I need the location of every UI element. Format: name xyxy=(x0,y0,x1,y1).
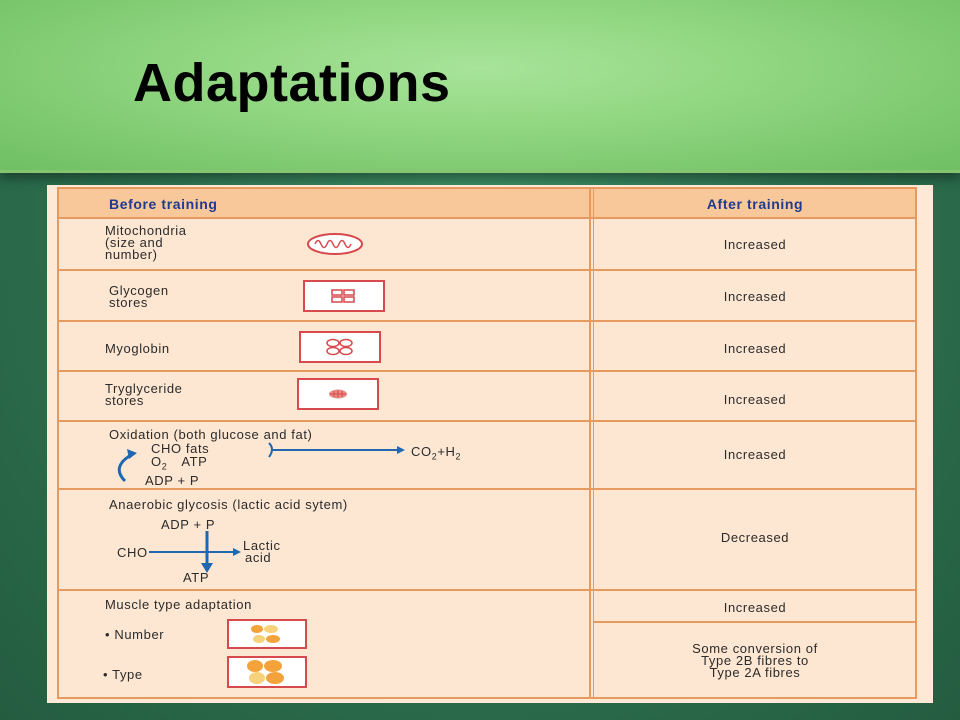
row-divider xyxy=(59,269,915,271)
header-after-training: After training xyxy=(706,196,804,212)
oxygen-subscript: 2 xyxy=(161,461,168,472)
after-mitochondria: Increased xyxy=(723,237,787,252)
row-divider xyxy=(59,217,915,219)
anaerobic-cho: CHO xyxy=(117,545,148,560)
anaerobic-acid: acid xyxy=(245,550,272,565)
triglyceride-icon xyxy=(297,378,379,410)
oxidation-adp-p: ADP + P xyxy=(145,473,200,488)
row-label-glycogen: Glycogen stores xyxy=(109,283,169,310)
slide-header-band: Adaptations xyxy=(0,0,960,173)
anaerobic-lactic: Lactic xyxy=(243,538,281,553)
muscle-number-icon xyxy=(227,619,307,649)
anaerobic-adp-p: ADP + P xyxy=(161,517,216,532)
muscle-type-label: • Type xyxy=(103,667,143,682)
after-oxidation: Increased xyxy=(723,447,787,462)
h-symbol: +H xyxy=(437,444,456,459)
oxidation-o2-atp: O2 ATP xyxy=(151,454,207,472)
row-label-anaerobic: Anaerobic glycosis (lactic acid sytem) xyxy=(109,497,348,512)
glycogen-icon xyxy=(303,280,385,312)
after-myoglobin: Increased xyxy=(723,341,787,356)
anaerobic-arrows xyxy=(149,529,249,575)
oxidation-arrows xyxy=(107,439,407,489)
after-muscle-type: Some conversion of Type 2B fibres to Typ… xyxy=(692,641,818,680)
row-divider xyxy=(59,488,915,490)
row-divider xyxy=(59,370,915,372)
table-image: Before training After training Mitochond… xyxy=(47,185,933,703)
myoglobin-icon xyxy=(299,331,381,363)
row-divider xyxy=(59,589,915,591)
row-label-oxidation: Oxidation (both glucose and fat) xyxy=(109,427,313,442)
after-anaerobic: Decreased xyxy=(720,530,790,545)
after-triglyceride: Increased xyxy=(723,392,787,407)
row-divider xyxy=(59,420,915,422)
after-glycogen: Increased xyxy=(723,289,787,304)
header-before-training: Before training xyxy=(109,196,218,212)
oxidation-cho-fats: CHO fats xyxy=(151,441,210,456)
row-divider-right xyxy=(593,621,915,623)
oxidation-product: CO2+H2 xyxy=(411,444,461,462)
slide-title: Adaptations xyxy=(133,53,451,113)
h-subscript: 2 xyxy=(455,451,462,462)
anaerobic-atp: ATP xyxy=(183,570,210,585)
co-subscript: 2 xyxy=(431,451,438,462)
column-divider-inner xyxy=(593,189,594,697)
after-muscle-number: Increased xyxy=(723,600,787,615)
row-label-myoglobin: Myoglobin xyxy=(105,341,170,356)
co-symbol: CO xyxy=(411,444,432,459)
row-label-mitochondria: Mitochondria (size and number) xyxy=(105,223,187,262)
row-label-muscle-type: Muscle type adaptation xyxy=(105,597,252,612)
adaptations-table: Before training After training Mitochond… xyxy=(57,187,917,699)
muscle-number-label: • Number xyxy=(105,627,165,642)
column-divider xyxy=(589,189,591,697)
muscle-type-icon xyxy=(227,656,307,688)
oxidation-atp: ATP xyxy=(181,454,208,469)
table-header-row xyxy=(59,189,915,217)
row-divider xyxy=(59,320,915,322)
oxygen-symbol: O xyxy=(151,454,162,469)
row-label-triglyceride: Tryglyceride stores xyxy=(105,381,183,408)
mitochondria-icon xyxy=(305,231,365,257)
